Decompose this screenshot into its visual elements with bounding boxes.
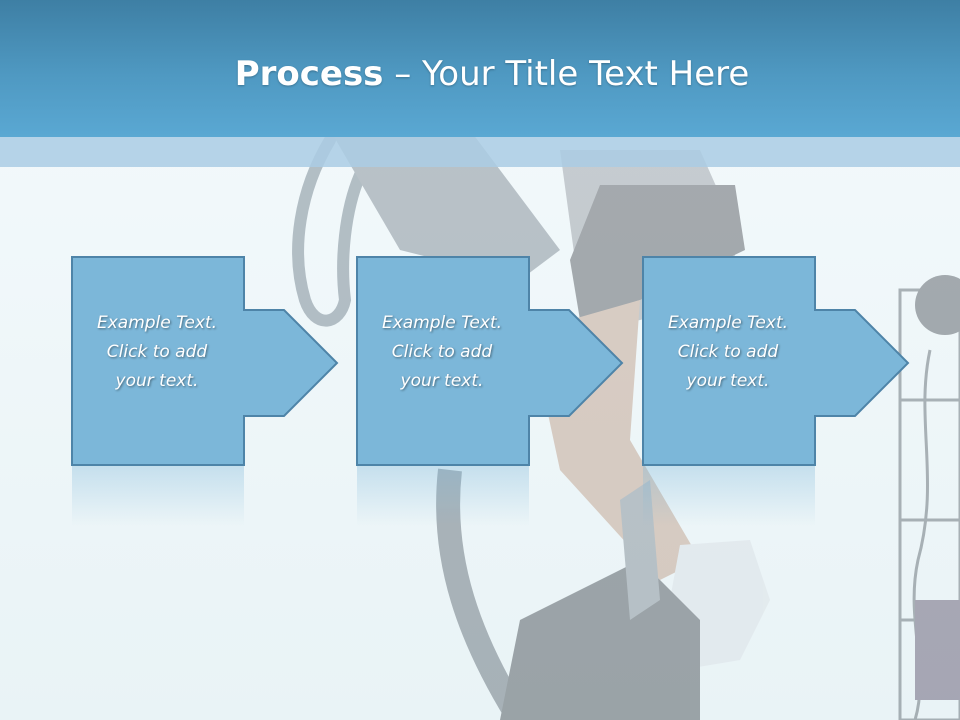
step-arrow-shape-2 xyxy=(356,256,624,526)
step-line: Click to add xyxy=(391,342,493,362)
step-text-3[interactable]: Example Text. Click to add your text. xyxy=(654,309,802,396)
step-text-2[interactable]: Example Text. Click to add your text. xyxy=(368,309,516,396)
slide-title[interactable]: Process – Your Title Text Here xyxy=(0,52,960,96)
title-bar xyxy=(0,0,960,137)
title-rest-part: – Your Title Text Here xyxy=(383,54,750,94)
step-line: your text. xyxy=(115,371,199,391)
title-bold-part: Process xyxy=(234,54,384,94)
step-line: Example Text. xyxy=(381,313,503,333)
step-line: your text. xyxy=(400,371,484,391)
step-arrow-shape-1 xyxy=(71,256,339,526)
process-step-2[interactable]: Example Text. Click to add your text. xyxy=(356,256,646,526)
step-line: your text. xyxy=(686,371,770,391)
process-step-1[interactable]: Example Text. Click to add your text. xyxy=(71,256,361,526)
process-step-3[interactable]: Example Text. Click to add your text. xyxy=(642,256,932,526)
title-underband xyxy=(0,137,960,167)
step-line: Click to add xyxy=(677,342,779,362)
step-arrow-shape-3 xyxy=(642,256,910,526)
step-line: Example Text. xyxy=(96,313,218,333)
step-line: Example Text. xyxy=(667,313,789,333)
step-text-1[interactable]: Example Text. Click to add your text. xyxy=(83,309,231,396)
step-line: Click to add xyxy=(106,342,208,362)
